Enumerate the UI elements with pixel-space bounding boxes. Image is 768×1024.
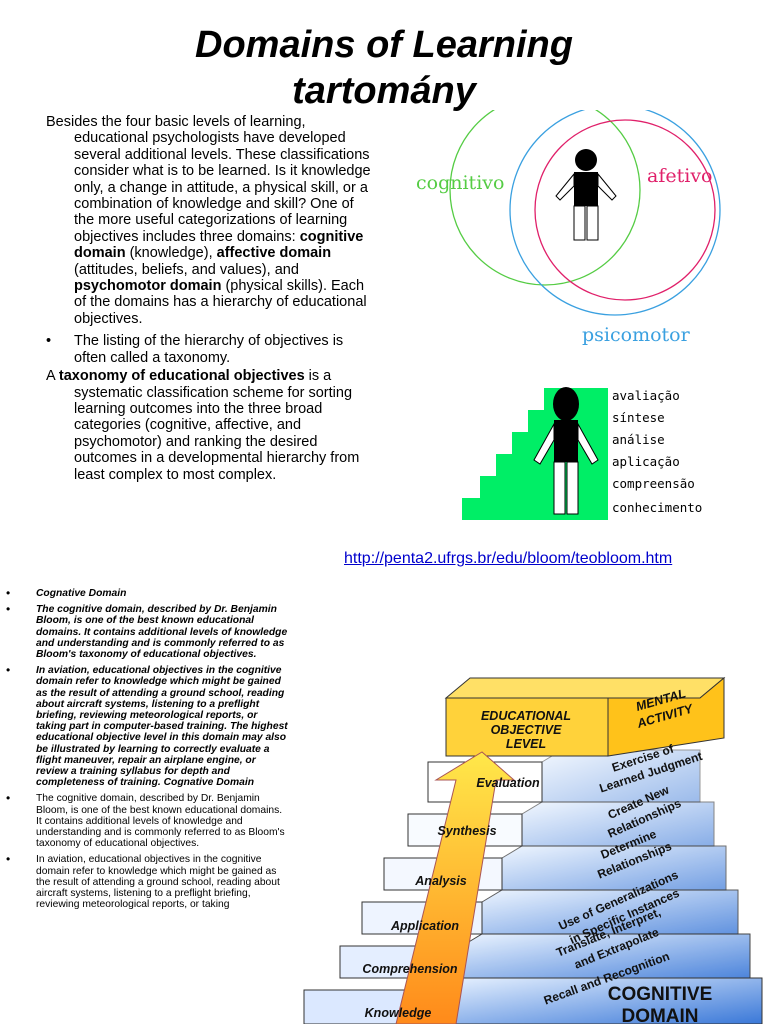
- level-synthesis: Synthesis: [437, 824, 496, 838]
- list-item: • Cognative Domain: [6, 586, 288, 600]
- bullet-glyph: •: [46, 333, 52, 350]
- list-item: • The cognitive domain, described by Dr. …: [6, 791, 288, 850]
- cognitive-domain-list: • Cognative Domain • The cognitive domain,…: [6, 586, 288, 915]
- cognitivo-circle: [449, 110, 641, 286]
- bullet-glyph: •: [6, 791, 11, 806]
- taxonomy-text-a: A: [46, 368, 59, 385]
- cognitive-domain-pyramid: EDUCATIONAL OBJECTIVE LEVEL MENTAL ACTIV…: [303, 676, 763, 1024]
- level-knowledge: Knowledge: [365, 1006, 432, 1020]
- page-title: Domains of Learning tartomány: [0, 22, 768, 114]
- bullet-glyph: •: [6, 663, 11, 678]
- list-item: • In aviation, educational objectives in …: [6, 852, 288, 911]
- level-sintese: síntese: [612, 410, 665, 425]
- intro-text-e: (physical skills). Each of the domains h…: [74, 278, 367, 327]
- person-icon: [555, 149, 617, 241]
- climber-icon: [533, 387, 599, 515]
- list-item: • In aviation, educational objectives in …: [6, 663, 288, 789]
- pyramid-caption-line-1: COGNITIVE: [608, 984, 713, 1005]
- pyramid-arrow: [395, 751, 516, 1024]
- intro-text-d: (attitudes, beliefs, and values), and: [74, 261, 299, 278]
- intro-text-a: Besides the four basic levels of learnin…: [46, 114, 371, 245]
- afetivo-label: afetivo: [647, 165, 713, 187]
- taxonomy-term: taxonomy of educational objectives: [58, 368, 305, 385]
- afetivo-circle: [534, 119, 716, 301]
- pyramid-steps: [303, 749, 763, 1024]
- bullet-glyph: •: [6, 586, 11, 600]
- psicomotor-circle: [509, 110, 721, 316]
- intro-text: Besides the four basic levels of learnin…: [46, 114, 376, 483]
- cognitive-domain-term: cognitive domain: [74, 228, 364, 262]
- affective-domain-term: affective domain: [216, 245, 332, 262]
- taxonomy-bullet-text: The listing of the hierarchy of objectiv…: [74, 333, 344, 366]
- level-aplicacao: aplicação: [612, 454, 680, 469]
- list-item-text: In aviation, educational objectives in t…: [36, 854, 280, 911]
- level-application: Application: [390, 919, 459, 933]
- bullet-glyph: •: [6, 602, 11, 617]
- pyramid-caption-line-2: DOMAIN: [621, 1006, 698, 1024]
- list-item: • The cognitive domain, described by Dr. …: [6, 602, 288, 661]
- level-analise: análise: [612, 432, 665, 447]
- list-item-text: In aviation, educational objectives in t…: [36, 665, 288, 789]
- title-line-1: Domains of Learning: [195, 24, 573, 66]
- psychomotor-domain-term: psychomotor domain: [74, 278, 222, 295]
- list-item-text: The cognitive domain, described by Dr. B…: [36, 793, 285, 850]
- level-avaliacao: avaliação: [612, 388, 680, 403]
- taxonomy-staircase: avaliação síntese análise aplicação comp…: [462, 387, 702, 520]
- cognitivo-label: cognitivo: [416, 172, 504, 194]
- intro-text-c: (knowledge),: [125, 245, 217, 262]
- bloom-reference-link[interactable]: http://penta2.ufrgs.br/edu/bloom/teobloo…: [344, 550, 673, 567]
- level-compreensao: compreensão: [612, 476, 695, 491]
- list-item-text: The cognitive domain, described by Dr. B…: [36, 604, 288, 661]
- list-item-text: Cognative Domain: [36, 588, 127, 599]
- level-evaluation: Evaluation: [476, 776, 540, 790]
- taxonomy-text-c: is a systematic classification scheme fo…: [74, 368, 360, 483]
- level-conhecimento: conhecimento: [612, 500, 702, 515]
- intro-paragraph: Besides the four basic levels of learnin…: [46, 114, 376, 327]
- taxonomy-bullet: • The listing of the hierarchy of object…: [46, 333, 376, 366]
- header-left-line-3: LEVEL: [506, 737, 546, 751]
- psicomotor-label: psicomotor: [582, 324, 691, 346]
- pyramid-header: [444, 676, 726, 757]
- level-comprehension: Comprehension: [362, 962, 458, 976]
- bullet-glyph: •: [6, 852, 11, 867]
- header-left-line-1: EDUCATIONAL: [481, 709, 571, 723]
- title-line-2: tartomány: [292, 70, 476, 112]
- level-analysis: Analysis: [414, 874, 466, 888]
- taxonomy-paragraph: A taxonomy of educational objectives is …: [46, 368, 376, 483]
- domains-venn-diagram: cognitivo afetivo psicomotor: [416, 110, 721, 346]
- header-left-line-2: OBJECTIVE: [491, 723, 563, 737]
